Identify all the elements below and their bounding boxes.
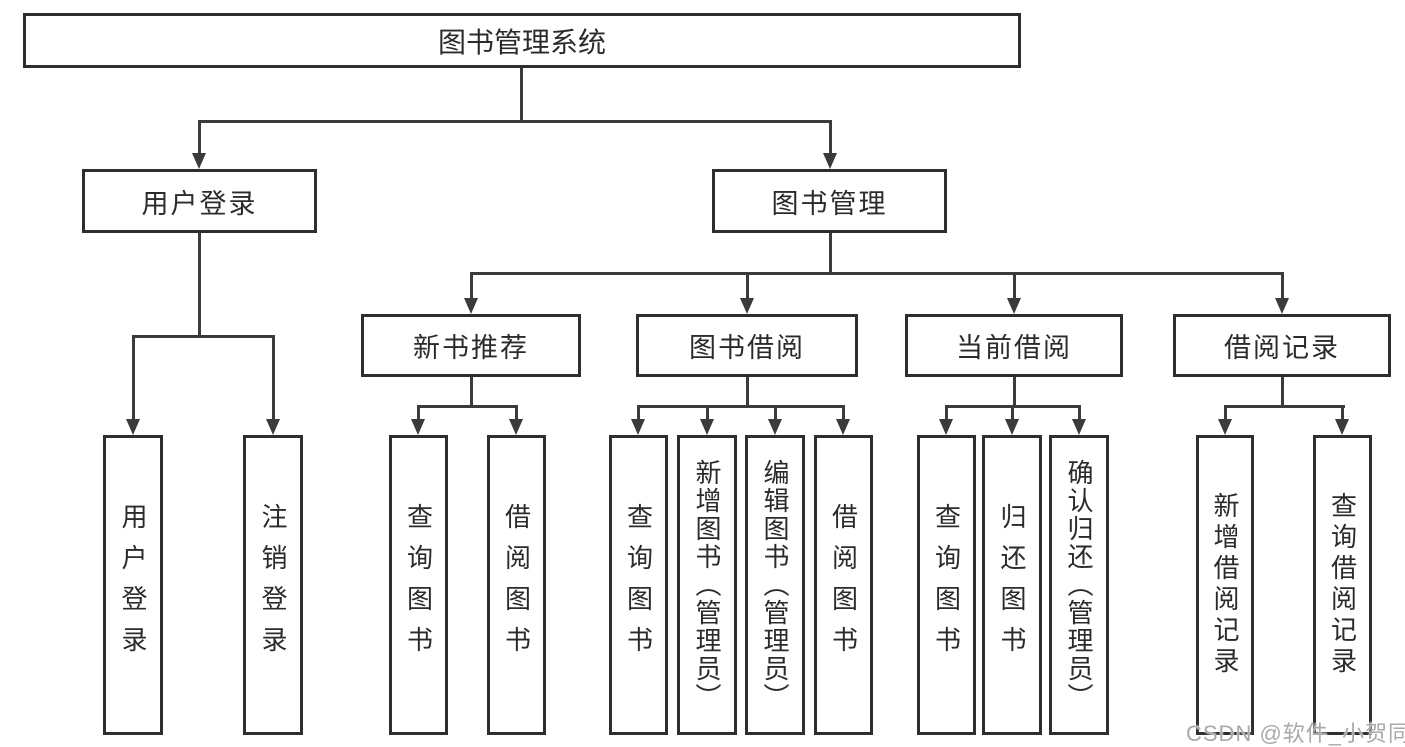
node-label: 图书管理系统	[437, 26, 606, 58]
leaf-label: 查询图书	[403, 503, 434, 667]
arrow-down-icon	[939, 419, 953, 435]
connector-drop-leaf	[637, 405, 640, 421]
arrow-down-icon	[740, 298, 754, 314]
connector-drop-leaf	[417, 405, 420, 421]
leaf-borrowing-borrow-books: 借阅图书	[814, 435, 873, 735]
leaf-current-query-books: 查询图书	[917, 435, 976, 735]
connector-drop-leaf	[945, 405, 948, 421]
connector-drop-leaf	[1341, 405, 1344, 421]
leaf-label: 编辑图书（管理员）	[760, 459, 790, 711]
connector-drop-records	[1281, 272, 1284, 300]
connector-drop-current	[1013, 272, 1016, 300]
connector-drop-leaf	[1078, 405, 1081, 421]
leaf-label: 归还图书	[997, 503, 1027, 667]
connector-drop-leaf	[515, 405, 518, 421]
leaf-label: 用户登录	[118, 503, 148, 667]
connector-drop-leaf	[1011, 405, 1014, 421]
leaf-newbook-borrow-books: 借阅图书	[487, 435, 546, 735]
arrow-down-icon	[411, 419, 425, 435]
leaf-confirm-return-admin: 确认归还（管理员）	[1049, 435, 1109, 735]
connector-drop-leaf	[1224, 405, 1227, 421]
leaf-label: 查询图书	[623, 503, 654, 667]
connector-drop-leaf	[272, 335, 275, 420]
node-label: 当前借阅	[956, 333, 1072, 363]
node-label: 借阅记录	[1224, 333, 1340, 363]
connector-drop-book-management	[829, 120, 832, 155]
leaf-add-book-admin: 新增图书（管理员）	[677, 435, 737, 735]
leaf-query-borrow-record: 查询借阅记录	[1313, 435, 1372, 735]
arrow-down-icon	[823, 153, 837, 169]
node-label: 新书推荐	[413, 333, 529, 363]
connector-root-stub	[520, 68, 523, 123]
connector-drop-leaf	[706, 405, 709, 421]
arrow-down-icon	[700, 419, 714, 435]
arrow-down-icon	[836, 419, 850, 435]
leaf-newbook-query-books: 查询图书	[389, 435, 448, 735]
connector-drop-new-book	[470, 272, 473, 300]
arrow-down-icon	[464, 298, 478, 314]
arrow-down-icon	[1335, 419, 1349, 435]
connector-drop-borrowing	[746, 272, 749, 300]
arrow-down-icon	[126, 419, 140, 435]
connector-drop-leaf	[774, 405, 777, 421]
leaf-label: 新增借阅记录	[1210, 492, 1240, 678]
connector-drop-user-login	[198, 120, 201, 155]
connector-borrowing-hline	[637, 405, 845, 408]
connector-borrowing-stub	[746, 377, 749, 408]
leaf-label: 新增图书（管理员）	[692, 459, 722, 711]
leaf-label: 查询图书	[931, 503, 962, 667]
arrow-down-icon	[631, 419, 645, 435]
leaf-user-login: 用户登录	[103, 435, 163, 735]
leaf-logout: 注销登录	[243, 435, 303, 735]
connector-drop-leaf	[132, 335, 135, 420]
node-root-library-management-system: 图书管理系统	[23, 13, 1021, 68]
arrow-down-icon	[768, 419, 782, 435]
arrow-down-icon	[509, 419, 523, 435]
connector-records-stub	[1281, 377, 1284, 408]
node-book-management: 图书管理	[712, 169, 947, 233]
node-label: 用户登录	[141, 188, 258, 219]
node-label: 图书管理	[771, 188, 888, 219]
arrow-down-icon	[1005, 419, 1019, 435]
node-borrowing-records: 借阅记录	[1173, 314, 1391, 377]
connector-newbook-stub	[470, 377, 473, 408]
arrow-down-icon	[1275, 298, 1289, 314]
leaf-label: 借阅图书	[501, 503, 532, 667]
connector-root-hline	[198, 120, 832, 123]
leaf-borrowing-query-books: 查询图书	[609, 435, 668, 735]
csdn-watermark: CSDN @软件_小贺同学	[1186, 721, 1405, 746]
leaf-label: 注销登录	[258, 503, 288, 667]
node-user-login: 用户登录	[82, 169, 317, 233]
node-current-borrowing: 当前借阅	[905, 314, 1123, 377]
connector-drop-leaf	[842, 405, 845, 421]
leaf-label: 确认归还（管理员）	[1064, 459, 1094, 711]
connector-user-login-hline	[132, 335, 275, 338]
connector-book-mgmt-hline	[470, 272, 1284, 275]
node-new-book-recommendation: 新书推荐	[361, 314, 581, 377]
node-label: 图书借阅	[689, 333, 805, 363]
connector-user-login-stub	[198, 233, 201, 337]
connector-book-mgmt-stub	[829, 233, 832, 275]
arrow-down-icon	[1007, 298, 1021, 314]
arrow-down-icon	[266, 419, 280, 435]
connector-current-stub	[1013, 377, 1016, 408]
arrow-down-icon	[192, 153, 206, 169]
leaf-label: 借阅图书	[828, 503, 859, 667]
arrow-down-icon	[1218, 419, 1232, 435]
leaf-label: 查询借阅记录	[1327, 492, 1358, 678]
node-book-borrowing: 图书借阅	[636, 314, 858, 377]
leaf-edit-book-admin: 编辑图书（管理员）	[745, 435, 805, 735]
arrow-down-icon	[1072, 419, 1086, 435]
leaf-add-borrow-record: 新增借阅记录	[1196, 435, 1254, 735]
connector-newbook-hline	[417, 405, 518, 408]
leaf-return-books: 归还图书	[982, 435, 1042, 735]
connector-records-hline	[1224, 405, 1345, 408]
